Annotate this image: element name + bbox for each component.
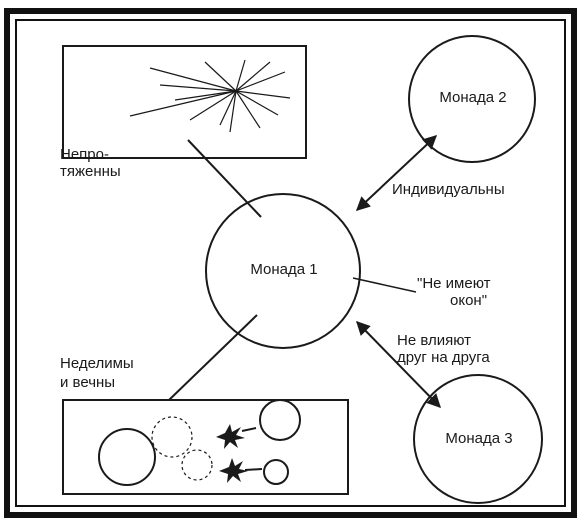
connector-unextended — [187, 139, 262, 218]
indivisible-label-line1: Неделимы — [60, 355, 134, 372]
inner-border — [15, 19, 566, 507]
arrow-monad1-monad2 — [355, 135, 438, 211]
indivisible-label-line2: и вечны — [60, 374, 116, 391]
large-circle-icon — [98, 428, 156, 486]
indivisible-box — [62, 399, 349, 495]
no-influence-label-line2: друг на друга — [397, 349, 490, 366]
dashed-circle-upper-icon — [151, 416, 193, 458]
no-windows-label-line2: окон" — [450, 292, 488, 309]
monad-2-label: Монада 2 — [439, 89, 507, 106]
unextended-label-line2: тяженны — [60, 163, 121, 180]
connector-windows-label — [352, 277, 417, 293]
unextended-label-line1: Непро- — [60, 146, 109, 163]
monad-2-node — [408, 35, 536, 163]
monad-3-label: Монада 3 — [445, 430, 513, 447]
monad-3-node — [413, 374, 543, 504]
monad-1-label: Монада 1 — [250, 261, 318, 278]
splat-upper-icon — [216, 424, 257, 449]
starburst-icon — [129, 59, 291, 133]
monad-1-node — [205, 193, 361, 349]
splat-lower-icon — [219, 458, 263, 483]
no-windows-label-line1: "Не имеют — [417, 275, 491, 292]
dashed-circle-lower-icon — [181, 449, 213, 481]
outer-border — [4, 8, 577, 518]
small-circle-upper-icon — [259, 399, 301, 441]
no-influence-label-line1: Не влияют — [397, 332, 472, 349]
arrow-monad1-monad3 — [356, 320, 441, 409]
connector-indivisible — [168, 314, 258, 401]
individual-label: Индивидуальны — [392, 181, 505, 198]
unextended-box — [62, 45, 307, 159]
small-circle-lower-icon — [263, 459, 289, 485]
